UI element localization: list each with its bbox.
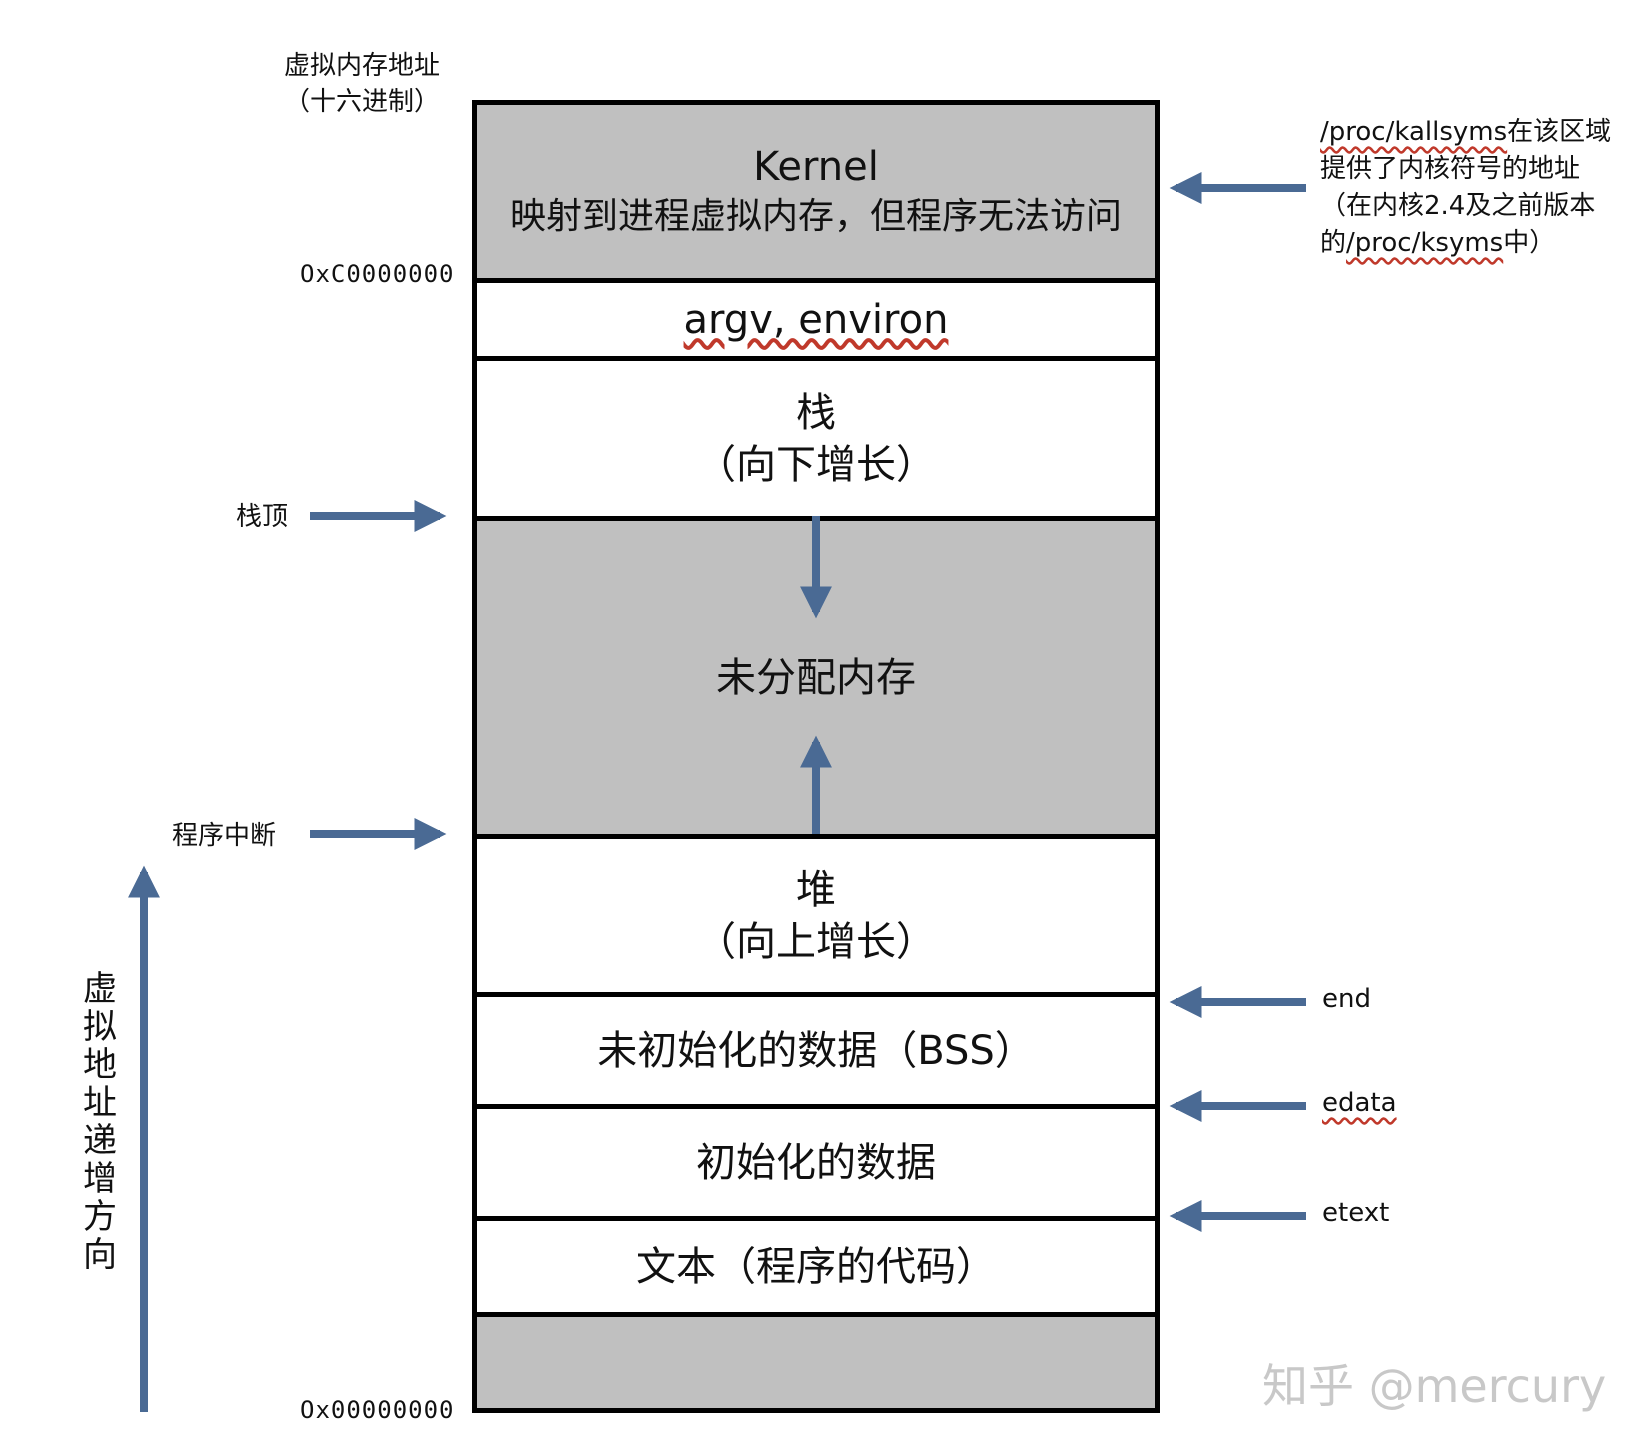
etext-label: etext bbox=[1322, 1198, 1390, 1228]
kernel-segment: Kernel 映射到进程虚拟内存，但程序无法访问 bbox=[472, 100, 1160, 278]
virtual-address-title: 虚拟内存地址 bbox=[283, 51, 440, 81]
stack-segment: 栈 （向下增长） bbox=[472, 356, 1160, 516]
bss-segment: 未初始化的数据（BSS） bbox=[472, 992, 1160, 1104]
kernel-title: Kernel bbox=[753, 144, 879, 191]
address-top: OxC0000000 bbox=[300, 260, 455, 288]
stack-top-label: 栈顶 bbox=[236, 502, 289, 532]
ksyms-path: /proc/ksyms bbox=[1346, 228, 1504, 258]
watermark: 知乎 @mercury bbox=[1262, 1359, 1607, 1413]
kernel-description: 映射到进程虚拟内存，但程序无法访问 bbox=[509, 196, 1122, 238]
data-label: 初始化的数据 bbox=[696, 1139, 936, 1186]
kallsyms-note: /proc/kallsyms在该区域提供了内核符号的地址（在内核2.4及之前版本… bbox=[1320, 114, 1630, 262]
ksyms-suffix: 中） bbox=[1503, 228, 1556, 258]
heap-title: 堆 bbox=[796, 866, 836, 913]
edata-label: edata bbox=[1322, 1088, 1397, 1118]
bss-label: 未初始化的数据（BSS） bbox=[597, 1027, 1035, 1074]
direction-label: 虚拟地址递增方向 bbox=[83, 969, 117, 1275]
text-label: 文本（程序的代码） bbox=[636, 1243, 996, 1290]
program-break-label: 程序中断 bbox=[172, 821, 277, 851]
reserved-segment bbox=[472, 1312, 1160, 1413]
address-bottom: Ox00000000 bbox=[300, 1396, 455, 1424]
kallsyms-path: /proc/kallsyms bbox=[1320, 117, 1508, 147]
heap-subtitle: （向上增长） bbox=[696, 918, 936, 965]
virtual-address-header: 虚拟内存地址 （十六进制） bbox=[262, 48, 462, 120]
unallocated-label: 未分配内存 bbox=[716, 654, 916, 701]
stack-title: 栈 bbox=[796, 389, 836, 436]
args-env-segment: argv, environ bbox=[472, 278, 1160, 356]
stack-subtitle: （向下增长） bbox=[696, 441, 936, 488]
text-segment: 文本（程序的代码） bbox=[472, 1216, 1160, 1312]
kallsyms-text: 在该区域提供了内核符号的地址（在内核2.4及之前版本的 bbox=[1320, 117, 1612, 258]
end-label: end bbox=[1322, 984, 1371, 1014]
heap-segment: 堆 （向上增长） bbox=[472, 834, 1160, 992]
data-segment: 初始化的数据 bbox=[472, 1104, 1160, 1216]
args-env-label: argv, environ bbox=[683, 296, 949, 343]
virtual-address-subtitle: （十六进制） bbox=[283, 87, 440, 117]
